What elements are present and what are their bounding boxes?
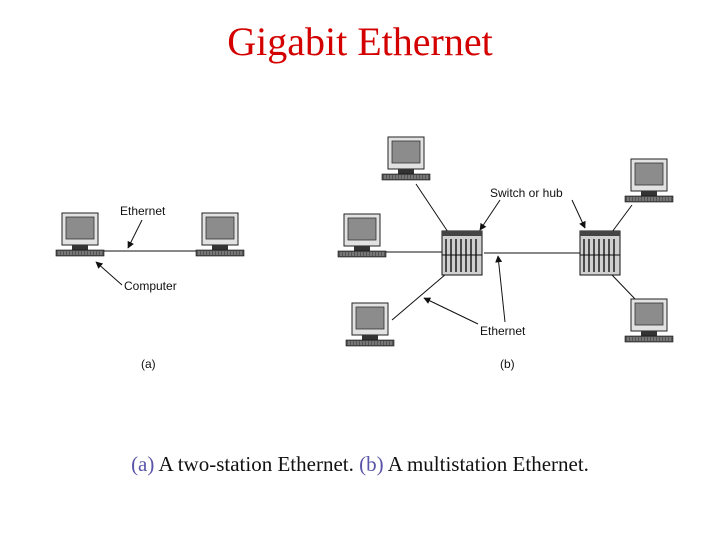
slide-title: Gigabit Ethernet — [227, 19, 493, 64]
arrow-ethernet-b-right — [495, 255, 506, 323]
ethernet-label-b: Ethernet — [480, 324, 526, 338]
link-top-right — [611, 204, 633, 233]
caption-text-b: A multistation Ethernet. — [383, 452, 589, 476]
figure-caption: (a) A two-station Ethernet. (b) A multis… — [0, 452, 720, 477]
caption-tag-a: (a) — [131, 452, 155, 476]
computer-a-left — [55, 212, 105, 257]
panel-a: Ethernet Computer (a) — [55, 204, 245, 371]
caption-tag-b: (b) — [359, 452, 384, 476]
switch-left — [441, 230, 483, 276]
arrow-computer-a — [95, 261, 123, 286]
link-bottom-right — [611, 274, 637, 301]
switch-hub-label: Switch or hub — [490, 186, 563, 200]
computer-b-bottom-left — [345, 302, 395, 347]
computer-b-top-left — [381, 136, 431, 181]
arrow-switch-left — [479, 199, 501, 231]
arrow-ethernet-b-left — [423, 297, 479, 325]
arrow-switch-right — [571, 199, 586, 229]
computer-b-bottom-right — [624, 298, 674, 343]
caption-text-a: A two-station Ethernet. — [154, 452, 360, 476]
computer-b-mid-left — [337, 213, 387, 258]
link-top-left — [415, 183, 449, 233]
panel-b: Switch or hub Ethernet (b) — [337, 136, 674, 371]
computer-label-a: Computer — [124, 279, 177, 293]
computer-a-right — [195, 212, 245, 257]
switch-right — [579, 230, 621, 276]
arrow-ethernet-a — [127, 219, 143, 249]
panel-label-a: (a) — [141, 357, 156, 371]
link-bottom-left — [391, 273, 447, 321]
panel-label-b: (b) — [500, 357, 515, 371]
ethernet-label-a: Ethernet — [120, 204, 166, 218]
computer-b-top-right — [624, 158, 674, 203]
